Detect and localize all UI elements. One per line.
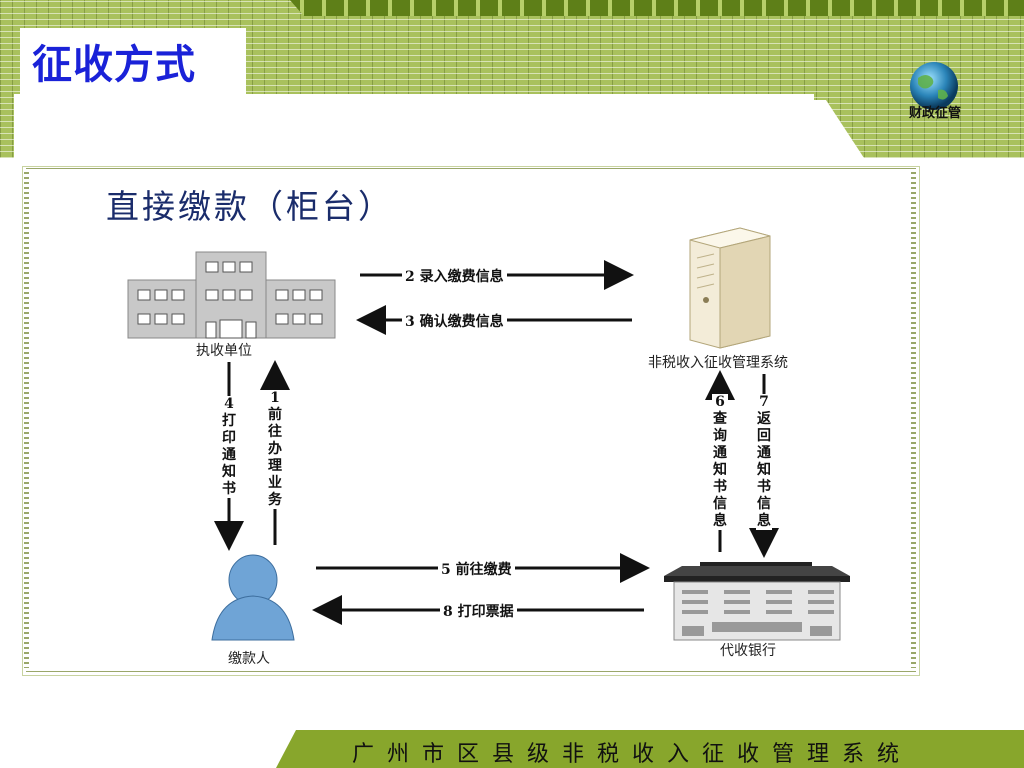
step-label-4: 4 打印通知书: [221, 396, 237, 498]
node-label-bank: 代收银行: [720, 643, 776, 659]
bank-building-icon: [664, 562, 850, 641]
footer-band: [276, 730, 1024, 768]
node-label-payer: 缴款人: [228, 651, 270, 667]
diagram-title: 直接缴款（柜台）: [106, 187, 394, 226]
header-top-strip: [290, 0, 1024, 16]
person-icon: [211, 554, 295, 641]
header-white-panel-top: [14, 94, 814, 102]
step-label-7: 7 返回通知书信息: [756, 394, 772, 530]
node-label-unit: 执收单位: [196, 343, 252, 359]
frame-dash-right: [911, 172, 916, 668]
slide-title-box: 征收方式: [20, 28, 246, 94]
frame-dash-left: [24, 172, 29, 668]
frame-dash-top: [26, 168, 916, 169]
server-icon: [689, 227, 771, 349]
slide-title: 征收方式: [32, 42, 196, 88]
step-label-8: 8 打印票据: [440, 601, 517, 621]
header-white-panel: [14, 100, 864, 158]
step-label-6: 6 查询通知书信息: [712, 394, 728, 530]
footer-text: 广州市区县级非税收入征收管理系统: [352, 742, 913, 767]
frame-dash-bottom: [26, 671, 916, 672]
globe-logo-icon: [910, 62, 958, 110]
government-building-icon: [127, 251, 336, 339]
step-label-2: 2 录入缴费信息: [402, 266, 507, 286]
node-label-system: 非税收入征收管理系统: [648, 355, 788, 371]
logo-text: 财政征管: [908, 106, 961, 121]
step-label-3: 3 确认缴费信息: [402, 311, 507, 331]
step-label-5: 5 前往缴费: [438, 559, 515, 579]
step-label-1: 1 前往办理业务: [267, 390, 283, 509]
